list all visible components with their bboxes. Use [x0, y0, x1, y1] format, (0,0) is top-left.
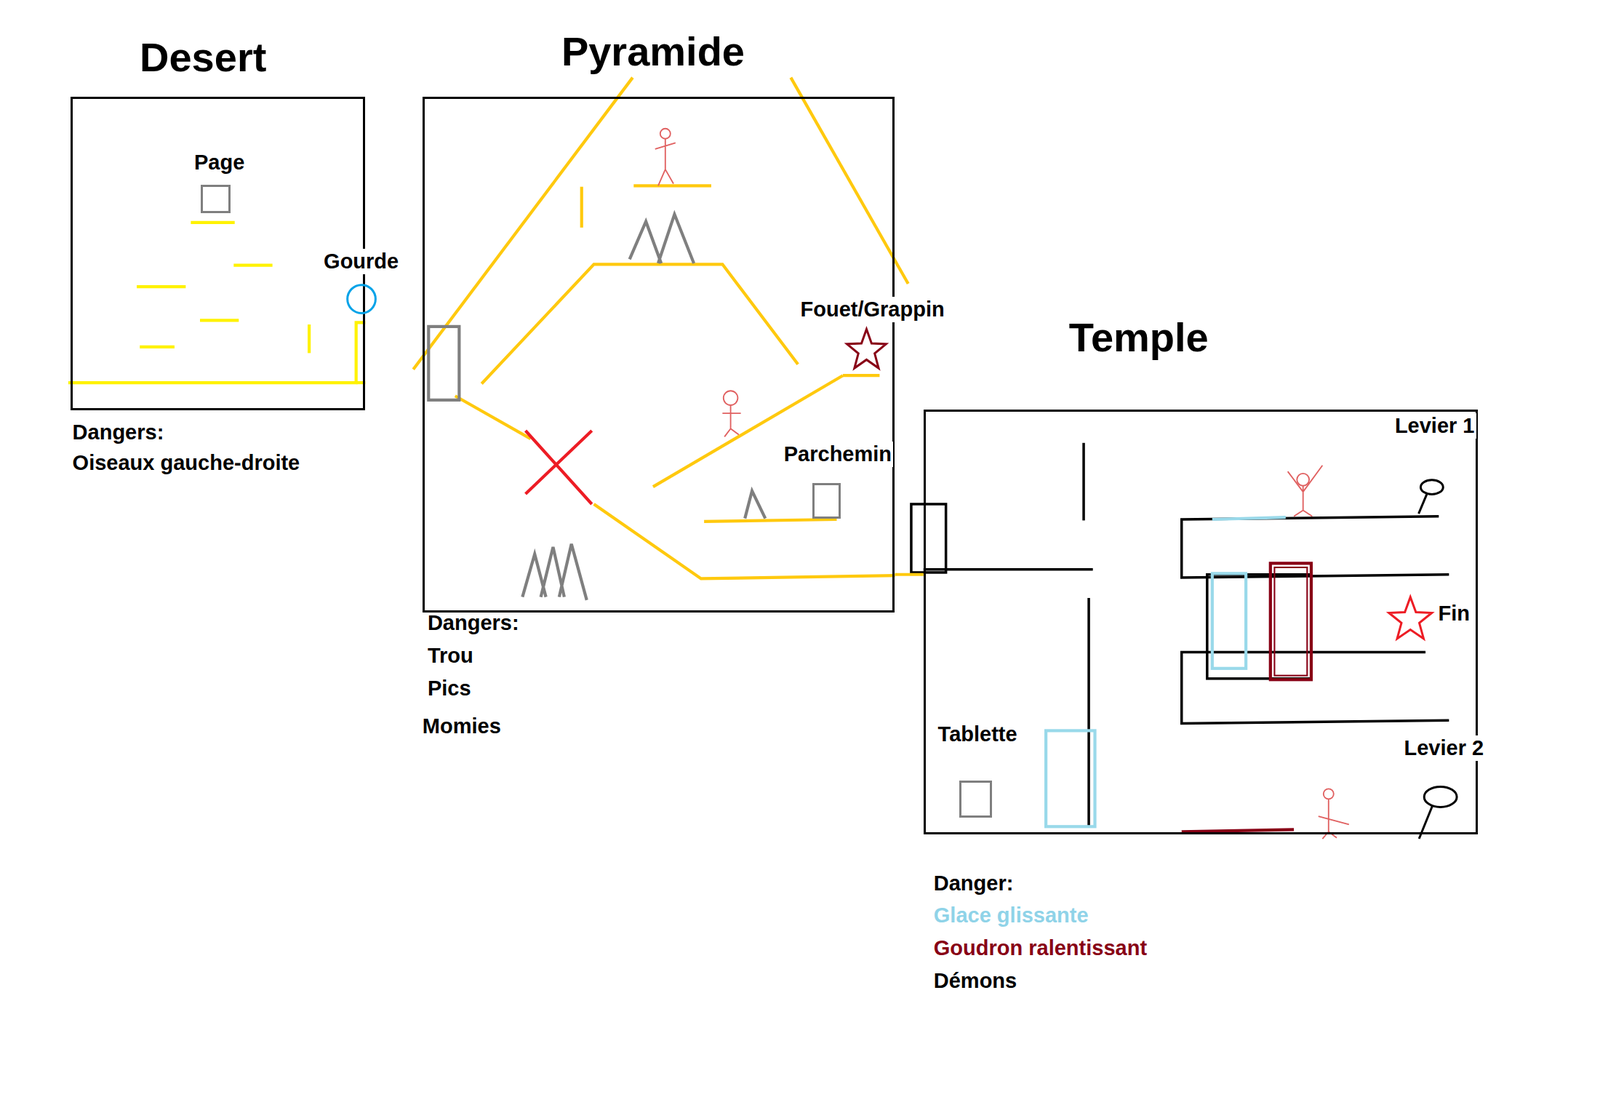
danger-note: Trou	[427, 642, 474, 669]
danger-note: Pics	[427, 675, 472, 702]
item-star: Fouet/Grappin	[845, 327, 888, 373]
temple-room: Levier 1FinTabletteLevier 2Temple	[923, 409, 1478, 835]
star-outline	[845, 327, 888, 373]
lever-outline	[1414, 477, 1446, 515]
star-shape	[1389, 596, 1432, 638]
lever-symbol: Levier 2	[1416, 785, 1459, 841]
lever-outline	[1416, 785, 1459, 841]
item-label: Levier 2	[1402, 735, 1486, 761]
item-label: Page	[192, 149, 246, 176]
temple-hazards	[1045, 517, 1312, 832]
pyramid-door	[428, 326, 459, 400]
desert-room: PageGourdeDesert	[70, 96, 366, 411]
lever-knob	[1420, 479, 1443, 494]
danger-note: Démons	[933, 968, 1017, 994]
hole-cross	[525, 430, 592, 504]
star-outline	[1386, 594, 1435, 643]
item-label: Fin	[1437, 600, 1472, 627]
enemy-sketches	[655, 128, 1350, 839]
lever-stick	[1419, 805, 1433, 839]
lever-symbol: Levier 1	[1414, 477, 1446, 515]
star-shape	[846, 329, 886, 369]
spikes	[522, 214, 766, 600]
danger-note: Danger:	[933, 870, 1014, 896]
lever-knob	[1424, 786, 1458, 808]
item-box: Page	[200, 184, 231, 214]
temple-walls	[911, 442, 1449, 827]
danger-note: Oiseaux gauche-droite	[72, 450, 301, 476]
item-label: Tablette	[936, 721, 1019, 747]
pyramid-room: Fouet/GrappinParcheminPyramide	[422, 96, 896, 612]
item-label: Fouet/Grappin	[799, 296, 947, 323]
lever-stick	[1418, 493, 1427, 514]
goal-star: Fin	[1386, 594, 1435, 643]
danger-note: Goudron ralentissant	[933, 935, 1147, 961]
room-title: Desert	[139, 32, 267, 82]
level-passage	[894, 573, 923, 576]
danger-note: Dangers:	[72, 419, 165, 446]
item-box: Parchemin	[812, 482, 841, 519]
circle-outline	[346, 283, 377, 315]
danger-note: Momies	[422, 713, 502, 739]
item-circle: Gourde	[346, 283, 377, 315]
desert-platforms	[68, 222, 366, 383]
pyramid-paths	[413, 77, 908, 579]
danger-note: Dangers:	[427, 610, 520, 636]
danger-note: Glace glissante	[933, 902, 1089, 928]
circle-shape	[346, 285, 376, 314]
item-label: Parchemin	[782, 441, 894, 467]
room-title: Pyramide	[561, 26, 745, 76]
item-label: Gourde	[322, 248, 400, 275]
item-box: Tablette	[959, 780, 992, 818]
item-label: Levier 1	[1393, 413, 1477, 439]
room-title: Temple	[1069, 312, 1209, 362]
